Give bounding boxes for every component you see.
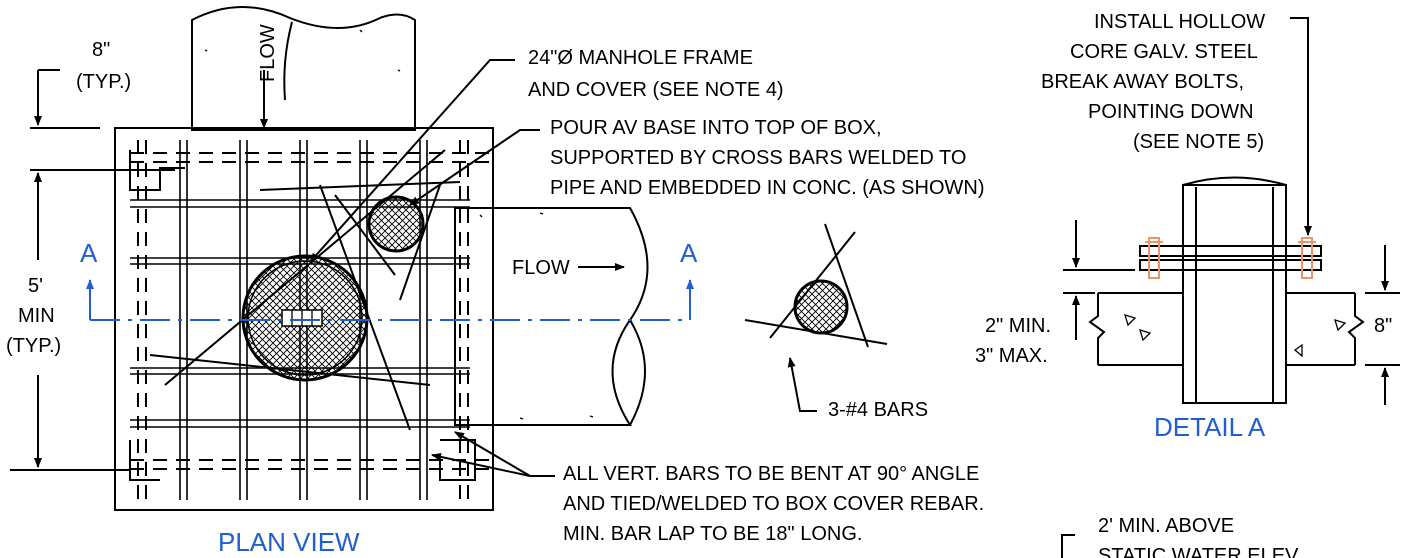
dim-5-value: 5' <box>28 275 43 297</box>
callout-vert-bars: ALL VERT. BARS TO BE BENT AT 90° ANGLE A… <box>431 431 984 545</box>
dim-8-typ: (TYP.) <box>76 71 131 93</box>
bar-detail: 3-#4 BARS <box>744 223 928 421</box>
elev-line1: 2' MIN. ABOVE <box>1098 515 1234 537</box>
break-away-bolt-left <box>1145 237 1163 279</box>
dim-5-typ: (TYP.) <box>6 335 61 357</box>
break-away-bolt-right <box>1298 237 1316 279</box>
dim-5-min: MIN <box>18 305 55 327</box>
dim-8-value: 8" <box>92 39 110 61</box>
bolts-line5: (SEE NOTE 5) <box>1133 131 1264 153</box>
bars-label: 3-#4 BARS <box>828 399 928 421</box>
callout-av-base-line3: PIPE AND EMBEDDED IN CONC. (AS SHOWN) <box>550 177 985 199</box>
detail-a: INSTALL HOLLOW CORE GALV. STEEL BREAK AW… <box>975 11 1400 558</box>
section-label-right: A <box>680 238 698 268</box>
detail-a-title: DETAIL A <box>1154 412 1266 442</box>
manhole-cover <box>241 254 369 382</box>
bolts-line1: INSTALL HOLLOW <box>1094 11 1265 33</box>
section-line-aa <box>86 279 694 321</box>
dim-thick-label: 8" <box>1374 315 1392 337</box>
flow-arrow-top: FLOW <box>257 24 279 129</box>
callout-vert-bars-line2: AND TIED/WELDED TO BOX COVER REBAR. <box>563 493 984 515</box>
callout-av-base-line1: POUR AV BASE INTO TOP OF BOX, <box>550 117 882 139</box>
flow-label-right: FLOW <box>512 257 570 279</box>
inlet-pipe <box>191 6 416 131</box>
outlet-pipe <box>454 207 649 426</box>
bolts-line3: BREAK AWAY BOLTS, <box>1041 71 1244 93</box>
callout-vert-bars-line1: ALL VERT. BARS TO BE BENT AT 90° ANGLE <box>563 463 979 485</box>
callout-manhole-line2: AND COVER (SEE NOTE 4) <box>528 79 784 101</box>
callout-manhole-line1: 24"Ø MANHOLE FRAME <box>528 47 753 69</box>
dim-min-label: 2" MIN. <box>985 315 1051 337</box>
section-label-left: A <box>80 238 98 268</box>
dimension-5-min <box>10 172 130 471</box>
callout-av-base-line2: SUPPORTED BY CROSS BARS WELDED TO <box>550 147 966 169</box>
flow-arrow-right: FLOW <box>512 257 625 279</box>
elev-line2: STATIC WATER ELEV. <box>1098 545 1302 558</box>
av-base <box>367 184 441 301</box>
dim-max-label: 3" MAX. <box>975 345 1048 367</box>
flow-label-top: FLOW <box>257 24 279 82</box>
callout-manhole: 24"Ø MANHOLE FRAME AND COVER (SEE NOTE 4… <box>309 47 784 263</box>
bolts-line4: POINTING DOWN <box>1088 101 1254 123</box>
callout-vert-bars-line3: MIN. BAR LAP TO BE 18" LONG. <box>563 523 862 545</box>
bolts-line2: CORE GALV. STEEL <box>1070 41 1258 63</box>
callout-av-base: POUR AV BASE INTO TOP OF BOX, SUPPORTED … <box>409 117 985 206</box>
dimension-8-typ <box>30 69 175 171</box>
plan-view-title: PLAN VIEW <box>218 527 360 557</box>
